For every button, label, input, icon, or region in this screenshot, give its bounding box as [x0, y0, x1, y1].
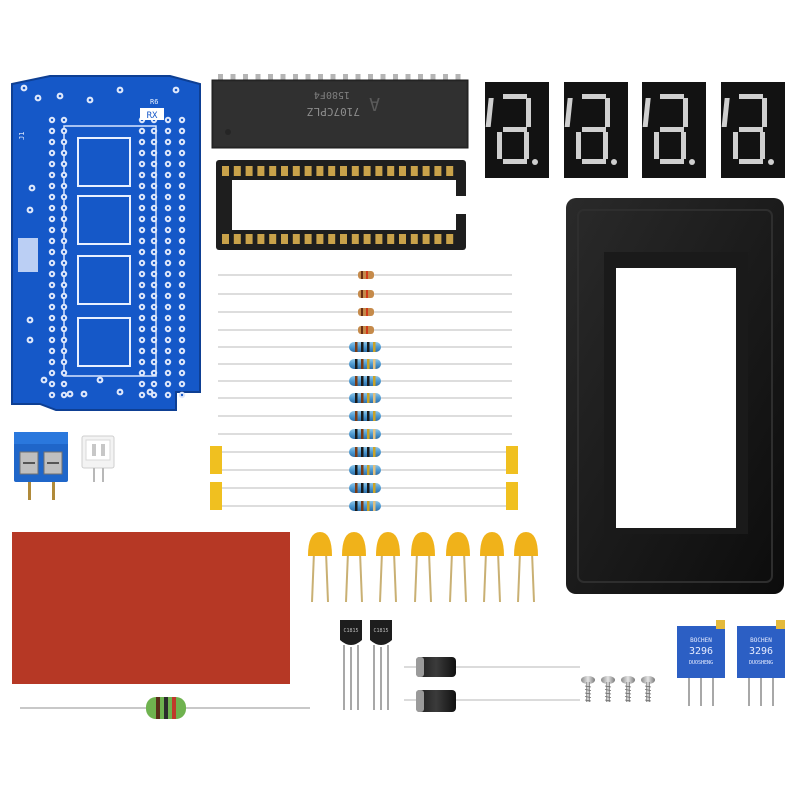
pcb-board: RX R6 J1 — [11, 75, 201, 411]
blue-resistor — [218, 447, 512, 457]
ceramic-capacitors — [308, 532, 538, 603]
transistor-right: C1815 — [370, 620, 392, 710]
trimpot-right-brand: BOCHEN — [750, 637, 772, 644]
blue-resistor — [218, 376, 512, 386]
trimpot-left-code: DUOSHENG — [689, 660, 713, 666]
transistor-left: C1815 — [340, 620, 362, 710]
screw — [581, 676, 595, 702]
trimpot-left-brand: BOCHEN — [690, 637, 712, 644]
blue-resistor — [218, 393, 512, 403]
small-resistor — [218, 326, 512, 334]
small-resistor — [218, 290, 512, 298]
tape-strip — [506, 482, 518, 510]
lcd-bezel-frame — [566, 198, 784, 594]
trimpot-right-model: 3296 — [749, 646, 773, 657]
ic-chip: 7107CPLZ 1580F4 A — [211, 74, 469, 149]
pcb-label-r6: R6 — [150, 98, 158, 106]
ceramic-capacitor — [446, 532, 470, 603]
seven-segment-digit — [485, 82, 549, 178]
blue-resistor — [218, 465, 512, 475]
transistor-left-marking: C1815 — [343, 628, 358, 634]
ceramic-capacitor — [376, 532, 400, 603]
small-resistor — [218, 271, 512, 279]
blue-resistor — [218, 359, 512, 369]
screw — [601, 676, 615, 702]
blue-resistor — [218, 483, 512, 493]
seven-segment-digit — [564, 82, 628, 178]
two-pin-connector — [81, 435, 115, 482]
electrolytic-capacitor-bottom — [404, 690, 580, 712]
chip-logo: A — [369, 93, 380, 114]
blue-resistor — [218, 501, 512, 511]
small-resistor — [218, 308, 512, 316]
chip-marking-batch: 1580F4 — [314, 89, 350, 100]
seven-segment-digit — [642, 82, 706, 178]
trimpot-right: BOCHEN 3296 DUOSHENG — [737, 620, 785, 706]
blue-resistor — [218, 411, 512, 421]
pcb-label-rx: RX — [147, 111, 158, 121]
ceramic-capacitor — [514, 532, 538, 603]
blue-resistor — [218, 429, 512, 439]
mounting-screws — [581, 676, 655, 702]
ceramic-capacitor — [480, 532, 504, 603]
transistor-right-marking: C1815 — [373, 628, 388, 634]
seven-segment-digit — [721, 82, 785, 178]
ceramic-capacitor — [308, 532, 332, 603]
tape-strip — [506, 446, 518, 474]
pcb-solder-pads — [20, 84, 186, 399]
ic-socket — [216, 160, 466, 250]
seven-segment-displays — [485, 82, 785, 178]
ceramic-capacitor — [411, 532, 435, 603]
tape-strip — [210, 482, 222, 510]
electrolytic-capacitor-top — [404, 657, 580, 677]
pcb-label-j1: J1 — [18, 132, 26, 140]
ceramic-capacitor — [342, 532, 366, 603]
screw-terminal-block — [14, 432, 68, 500]
trimpot-right-code: DUOSHENG — [749, 660, 773, 666]
inductor — [20, 697, 310, 719]
blue-resistor — [218, 342, 512, 352]
screw — [621, 676, 635, 702]
screw — [641, 676, 655, 702]
red-filter-sheet — [12, 532, 290, 684]
chip-marking-part: 7107CPLZ — [307, 105, 360, 118]
resistor-array — [210, 271, 518, 511]
tape-strip — [210, 446, 222, 474]
trimpot-left: BOCHEN 3296 DUOSHENG — [677, 620, 725, 706]
trimpot-left-model: 3296 — [689, 646, 713, 657]
